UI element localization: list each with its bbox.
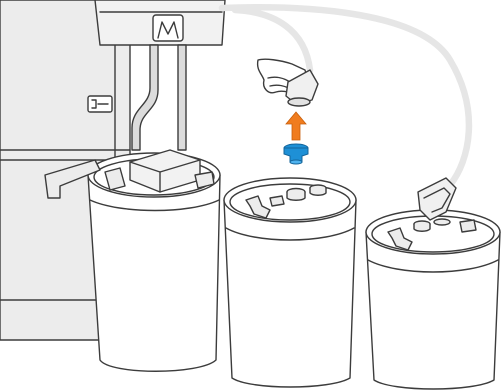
material-cartridge-middle (224, 178, 356, 387)
cartridge-cap (284, 144, 308, 164)
logo-mark (153, 15, 183, 41)
up-arrow (286, 112, 306, 140)
material-cartridge-right (366, 210, 500, 389)
suction-hose (222, 7, 469, 185)
